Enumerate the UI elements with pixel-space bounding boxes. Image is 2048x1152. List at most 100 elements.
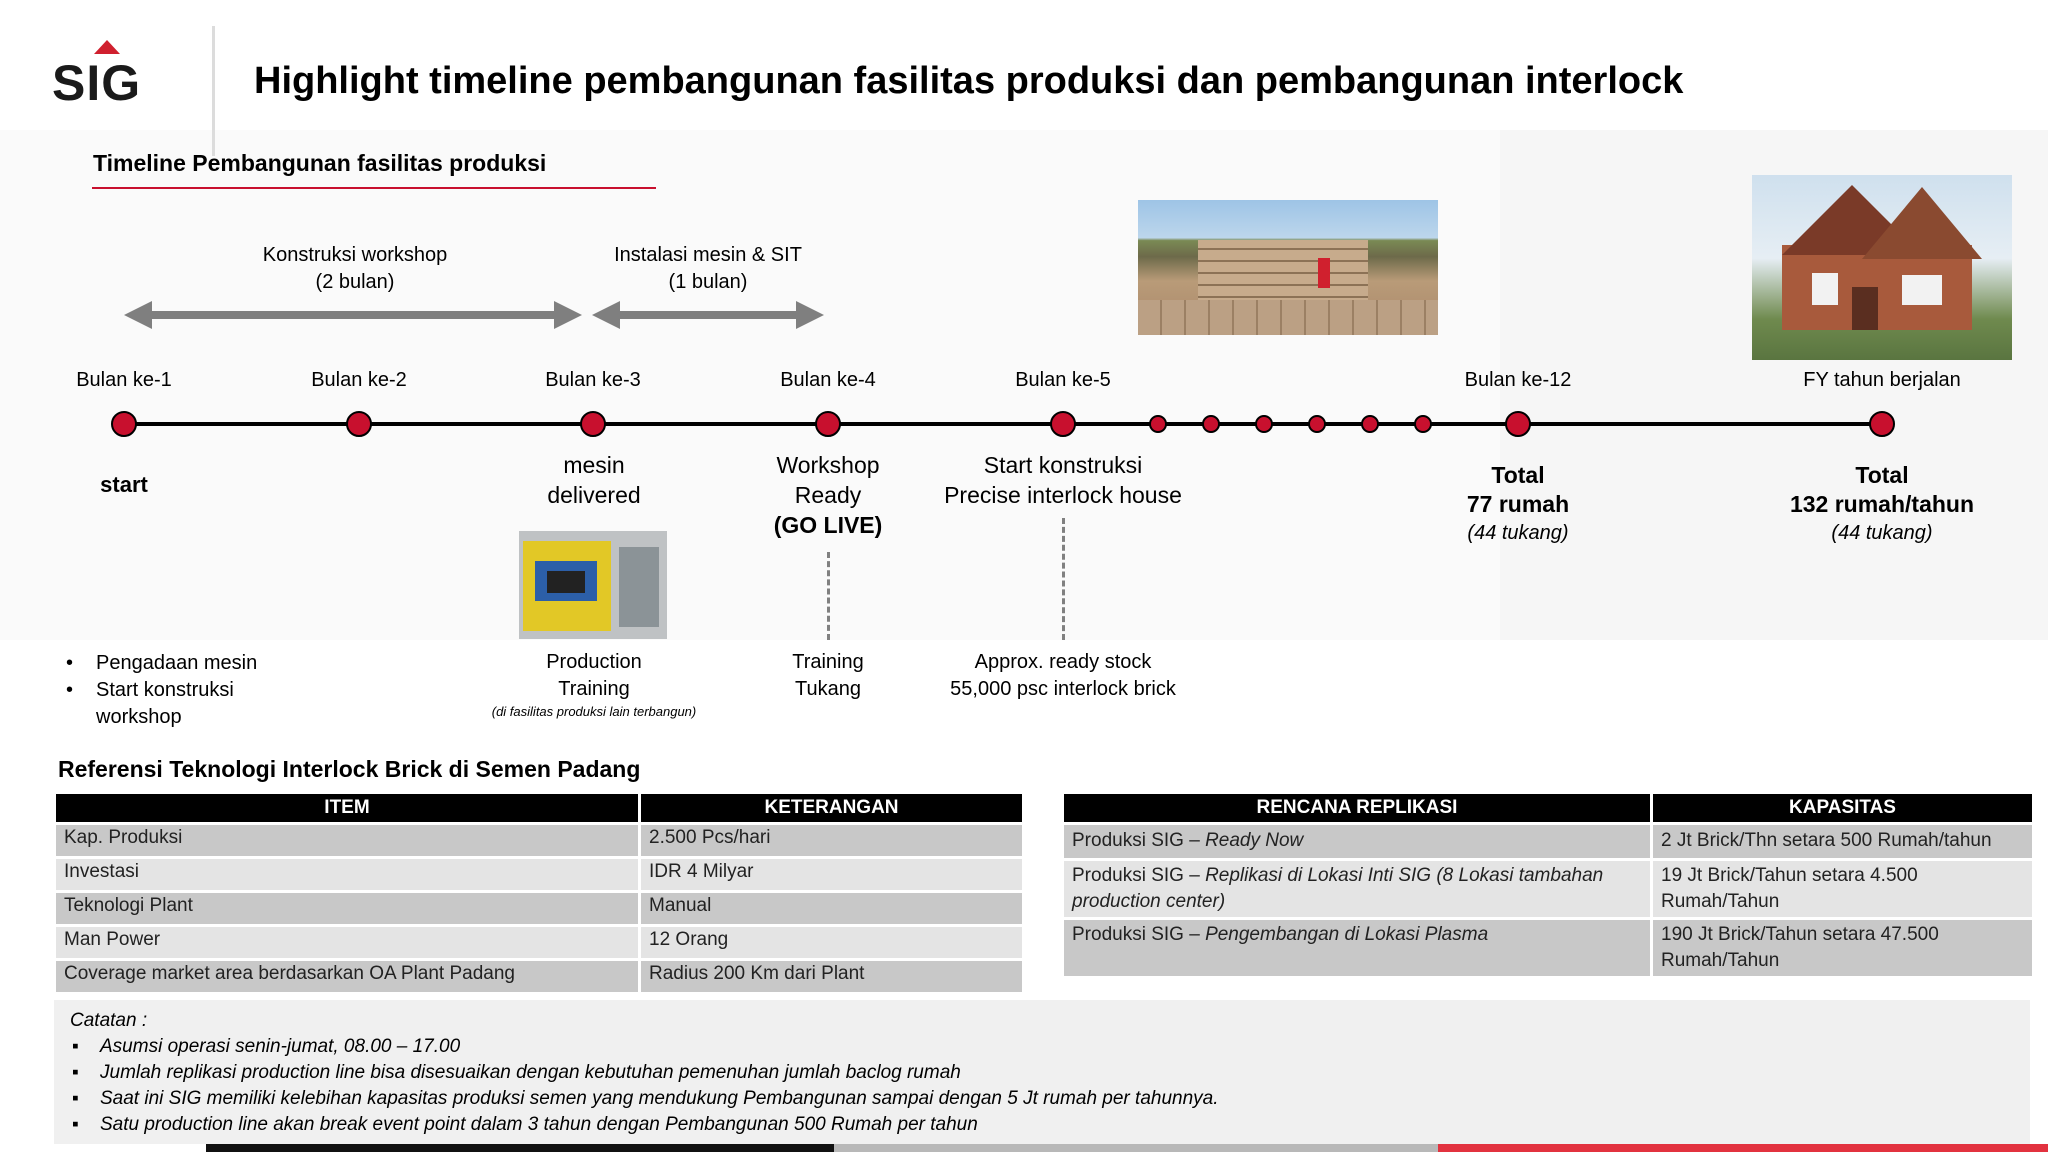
- event-text: Start konstruksi: [983, 452, 1143, 478]
- below-text: Training: [558, 678, 630, 700]
- table-row: Produksi SIG – Pengembangan di Lokasi Pl…: [1064, 920, 2032, 976]
- table-cell: 190 Jt Brick/Tahun setara 47.500 Rumah/T…: [1653, 920, 2032, 976]
- month-label-2: Bulan ke-2: [311, 369, 407, 391]
- note-item: Saat ini SIG memiliki kelebihan kapasita…: [72, 1086, 2030, 1112]
- photo-detail: [1902, 275, 1942, 305]
- timeline-intermediate-dot: [1414, 415, 1432, 433]
- dashed-connector: [1062, 518, 1065, 640]
- table-cell: Produksi SIG – Replikasi di Lokasi Inti …: [1064, 861, 1650, 917]
- ready-stock: Approx. ready stock 55,000 psc interlock…: [918, 649, 1208, 703]
- phase-label-install: Instalasi mesin & SIT (1 bulan): [598, 242, 818, 296]
- table-row: Produksi SIG – Ready Now 2 Jt Brick/Thn …: [1064, 825, 2032, 858]
- row-prefix: Produksi SIG –: [1072, 830, 1206, 851]
- table-cell: 12 Orang: [641, 927, 1022, 958]
- table-cell: 19 Jt Brick/Tahun setara 4.500 Rumah/Tah…: [1653, 861, 2032, 917]
- timeline-milestone-dot: [111, 411, 137, 437]
- below-text: Tukang: [795, 678, 861, 700]
- table-cell: Produksi SIG – Pengembangan di Lokasi Pl…: [1064, 920, 1650, 976]
- table-header: KETERANGAN: [641, 794, 1022, 822]
- notes-title: Catatan :: [70, 1010, 148, 1031]
- photo-detail: [1138, 300, 1438, 335]
- arrow-shaft: [618, 311, 798, 319]
- photo-detail: [619, 547, 659, 627]
- dashed-connector: [827, 552, 830, 640]
- table-row: Man Power 12 Orang: [56, 927, 1022, 958]
- table-cell: Man Power: [56, 927, 638, 958]
- table-row: Coverage market area berdasarkan OA Plan…: [56, 961, 1022, 992]
- photo-detail: [1862, 187, 1982, 259]
- table-cell: Radius 200 Km dari Plant: [641, 961, 1022, 992]
- event-text: Workshop: [776, 452, 880, 478]
- event-text: 77 rumah: [1466, 491, 1570, 517]
- table-row: Kap. Produksi 2.500 Pcs/hari: [56, 825, 1022, 856]
- table-row: Produksi SIG – Replikasi di Lokasi Inti …: [1064, 861, 2032, 917]
- month-label-5: Bulan ke-5: [1015, 369, 1111, 391]
- timeline-milestone-dot: [1505, 411, 1531, 437]
- reference-title: Referensi Teknologi Interlock Brick di S…: [58, 756, 641, 782]
- row-italic: Pengembangan di Lokasi Plasma: [1205, 924, 1489, 945]
- photo-detail: [547, 571, 585, 593]
- arrow-left-icon: [124, 301, 152, 329]
- arrow-left-icon: [592, 301, 620, 329]
- event-text: mesin: [563, 452, 625, 478]
- month-label-4: Bulan ke-4: [780, 369, 876, 391]
- table-header-row: ITEM KETERANGAN: [56, 794, 1022, 822]
- logo-text: SIG: [52, 55, 142, 111]
- timeline-section-title: Timeline Pembangunan fasilitas produksi: [93, 150, 547, 176]
- row-prefix: Produksi SIG –: [1072, 865, 1206, 886]
- table-cell: Investasi: [56, 859, 638, 890]
- table-cell: Teknologi Plant: [56, 893, 638, 924]
- event-text: (44 tukang): [1831, 522, 1933, 544]
- arrow-right-icon: [554, 301, 582, 329]
- row-italic: Ready Now: [1205, 830, 1304, 851]
- note-item: Asumsi operasi senin-jumat, 08.00 – 17.0…: [72, 1034, 2030, 1060]
- below-text: Training: [792, 651, 864, 673]
- notes-box: Catatan : Asumsi operasi senin-jumat, 08…: [54, 1000, 2030, 1144]
- event-text: Precise interlock house: [944, 482, 1182, 508]
- arrow-workshop: [124, 301, 582, 329]
- row-prefix: Produksi SIG –: [1072, 924, 1206, 945]
- event-text: (GO LIVE): [773, 512, 883, 538]
- table-cell: Manual: [641, 893, 1022, 924]
- sig-logo: SIG: [52, 40, 162, 111]
- table-cell: 2.500 Pcs/hari: [641, 825, 1022, 856]
- timeline-milestone-dot: [1050, 411, 1076, 437]
- bullet-item: Start konstruksi: [66, 677, 257, 704]
- event-text: Ready: [794, 482, 862, 508]
- row-italic: Replikasi di Lokasi Inti SIG (8 Lokasi t…: [1072, 865, 1604, 912]
- production-training: Production Training (di fasilitas produk…: [454, 649, 734, 721]
- month1-bullets: Pengadaan mesin Start konstruksi worksho…: [66, 650, 257, 731]
- event-text: 132 rumah/tahun: [1789, 491, 1975, 517]
- event-total-132: Total 132 rumah/tahun (44 tukang): [1762, 461, 2002, 548]
- table-cell: IDR 4 Milyar: [641, 859, 1022, 890]
- photo-detail: [1812, 273, 1838, 305]
- phase-duration-text: (2 bulan): [315, 271, 395, 293]
- timeline-intermediate-dot: [1361, 415, 1379, 433]
- replication-table: RENCANA REPLIKASI KAPASITAS Produksi SIG…: [1061, 791, 2035, 979]
- below-text: 55,000 psc interlock brick: [950, 678, 1176, 700]
- table-cell: Coverage market area berdasarkan OA Plan…: [56, 961, 638, 992]
- below-note: (di fasilitas produksi lain terbangun): [491, 704, 697, 719]
- month-label-fy: FY tahun berjalan: [1803, 369, 1961, 391]
- footer-bar-black: [206, 1144, 834, 1152]
- timeline-line: [124, 422, 1882, 426]
- table-header: RENCANA REPLIKASI: [1064, 794, 1650, 822]
- timeline-intermediate-dot: [1149, 415, 1167, 433]
- month-label-1: Bulan ke-1: [76, 369, 172, 391]
- event-start: start: [100, 472, 148, 497]
- event-text: Total: [1491, 462, 1545, 488]
- arrow-right-icon: [796, 301, 824, 329]
- photo-detail: [1852, 287, 1878, 330]
- phase-label-text: Konstruksi workshop: [262, 244, 448, 266]
- timeline-intermediate-dot: [1255, 415, 1273, 433]
- timeline-milestone-dot: [815, 411, 841, 437]
- timeline-milestone-dot: [580, 411, 606, 437]
- interlock-machine-photo: [519, 531, 667, 639]
- event-text: Total: [1855, 462, 1909, 488]
- page-title: Highlight timeline pembangunan fasilitas…: [254, 60, 1684, 102]
- below-text: Approx. ready stock: [974, 651, 1152, 673]
- timeline-milestone-dot: [1869, 411, 1895, 437]
- phase-label-text: Instalasi mesin & SIT: [614, 244, 802, 266]
- reference-table: ITEM KETERANGAN Kap. Produksi 2.500 Pcs/…: [53, 791, 1025, 995]
- construction-site-photo: [1138, 200, 1438, 335]
